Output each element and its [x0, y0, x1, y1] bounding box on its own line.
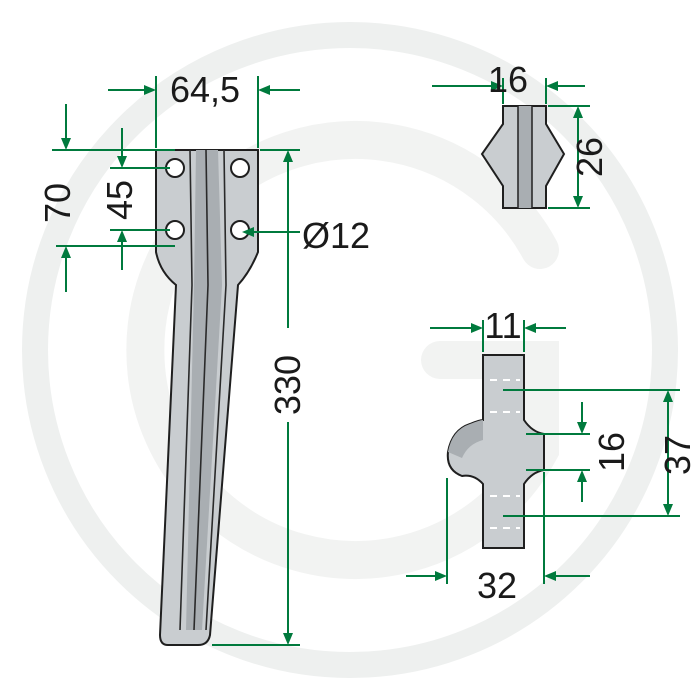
dim-section-width-label: 16: [488, 59, 528, 100]
dim-inner-spacing-label: 45: [99, 180, 140, 220]
dim-length: 330: [212, 149, 308, 646]
dim-section-height-label: 26: [569, 137, 610, 177]
tine-front-view: [155, 149, 259, 646]
dim-overall-width-label: 64,5: [170, 69, 240, 110]
dim-hole-diameter: Ø12: [242, 215, 370, 256]
dim-flange-width-label: 32: [477, 565, 517, 606]
dim-overall-width: 64,5: [108, 69, 300, 148]
dim-shank-width-label: 11: [484, 305, 521, 346]
mounting-hole: [230, 158, 250, 178]
dim-section-total-height-label: 37: [657, 435, 698, 475]
watermark-logo: [22, 22, 678, 678]
dim-outer-spacing-label: 70: [37, 183, 78, 223]
dim-hole-spacing: 70 45: [37, 104, 175, 292]
section-top-view: [480, 105, 566, 209]
dim-section-top: 16 26: [432, 59, 610, 209]
dim-flange-height-label: 16: [591, 432, 632, 472]
mounting-hole: [230, 220, 250, 240]
dim-hole-diameter-label: Ø12: [302, 215, 370, 256]
dim-length-label: 330: [267, 355, 308, 415]
dim-section-side: 11 32 16 37: [406, 305, 698, 606]
